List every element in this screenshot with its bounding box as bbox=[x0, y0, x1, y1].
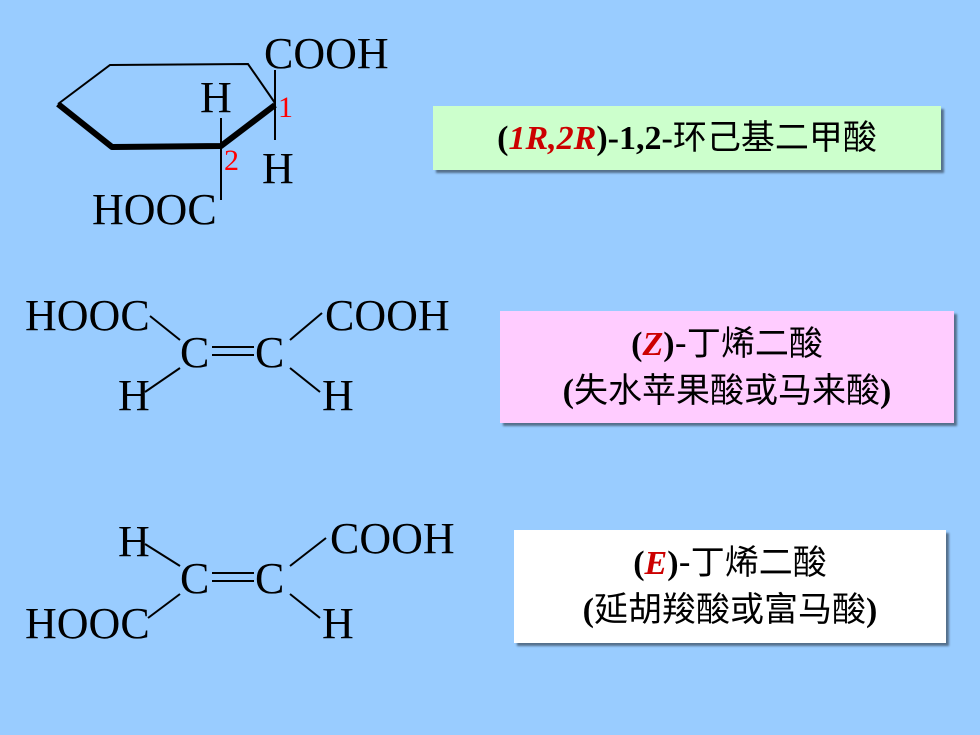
z-cooh-label: COOH bbox=[325, 291, 450, 340]
label3-stereo-descriptor: E bbox=[644, 545, 668, 582]
c2-h-label: H bbox=[200, 73, 232, 122]
ring-front-bonds bbox=[56, 101, 277, 150]
name-label-z-isomer: (Z)-丁烯二酸 (失水苹果酸或马来酸) bbox=[500, 311, 954, 423]
e-bond-hooc bbox=[147, 593, 181, 619]
label3-alt-close-paren: ) bbox=[866, 592, 878, 629]
z-c-left-label: C bbox=[180, 328, 209, 377]
z-bond-cooh bbox=[289, 312, 323, 341]
label2-alt-close-paren: ) bbox=[880, 373, 892, 410]
e-c-left-label: C bbox=[180, 554, 209, 603]
z-bond-hooc bbox=[149, 315, 181, 341]
structure-cyclohexane-dicarboxylic: COOH H H HOOC 1 2 bbox=[56, 29, 389, 234]
label1-close-paren: ) bbox=[596, 120, 608, 157]
label3-alt-open-paren: ( bbox=[582, 592, 594, 629]
label3-line2: (延胡羧酸或富马酸) bbox=[514, 587, 946, 634]
e-hooc-label: HOOC bbox=[25, 599, 150, 648]
c2-hooc-label: HOOC bbox=[92, 185, 217, 234]
label2-alt-names: 失水苹果酸或马来酸 bbox=[574, 371, 880, 411]
label3-open-paren: ( bbox=[633, 545, 645, 582]
label3-name: -丁烯二酸 bbox=[678, 543, 827, 583]
z-bond-h-left bbox=[144, 367, 181, 393]
name-label-e-isomer: (E)-丁烯二酸 (延胡羧酸或富马酸) bbox=[514, 530, 946, 643]
ring-back-bonds bbox=[57, 62, 276, 105]
label1-open-paren: ( bbox=[497, 120, 509, 157]
label2-stereo-descriptor: Z bbox=[642, 326, 664, 363]
label1-locants: -1,2- bbox=[607, 120, 673, 157]
label2-open-paren: ( bbox=[631, 326, 643, 363]
label1-stereo-descriptor: 1R,2R bbox=[508, 120, 597, 157]
label3-alt-names: 延胡羧酸或富马酸 bbox=[594, 590, 866, 630]
label2-alt-open-paren: ( bbox=[562, 373, 574, 410]
structure-z-butenedioic: HOOC COOH C C H H bbox=[25, 291, 450, 420]
label2-line1: (Z)-丁烯二酸 bbox=[500, 321, 954, 368]
e-bond-h-right bbox=[289, 593, 321, 619]
z-h-right-label: H bbox=[322, 371, 354, 420]
c1-h-label: H bbox=[262, 144, 294, 193]
locant-2: 2 bbox=[224, 144, 239, 177]
z-bond-h-right bbox=[289, 367, 321, 393]
locant-1: 1 bbox=[278, 91, 293, 124]
z-c-right-label: C bbox=[255, 328, 284, 377]
e-bond-h-left bbox=[144, 543, 181, 567]
z-hooc-label: HOOC bbox=[25, 291, 150, 340]
e-cooh-label: COOH bbox=[330, 514, 455, 563]
label2-close-paren: ) bbox=[663, 326, 675, 363]
e-h-left-label: H bbox=[118, 517, 150, 566]
e-bond-cooh bbox=[289, 537, 327, 567]
label3-close-paren: ) bbox=[667, 545, 679, 582]
structure-e-butenedioic: H COOH C C HOOC H bbox=[25, 514, 455, 648]
e-h-right-label: H bbox=[322, 599, 354, 648]
e-c-right-label: C bbox=[255, 554, 284, 603]
z-h-left-label: H bbox=[118, 371, 150, 420]
label2-line2: (失水苹果酸或马来酸) bbox=[500, 368, 954, 415]
label3-line1: (E)-丁烯二酸 bbox=[514, 540, 946, 587]
name-label-cyclohexane: (1R,2R)-1,2-环己基二甲酸 bbox=[433, 106, 941, 170]
label1-name: 环己基二甲酸 bbox=[672, 118, 877, 158]
c1-cooh-label: COOH bbox=[264, 29, 389, 78]
label2-name: -丁烯二酸 bbox=[674, 324, 823, 364]
